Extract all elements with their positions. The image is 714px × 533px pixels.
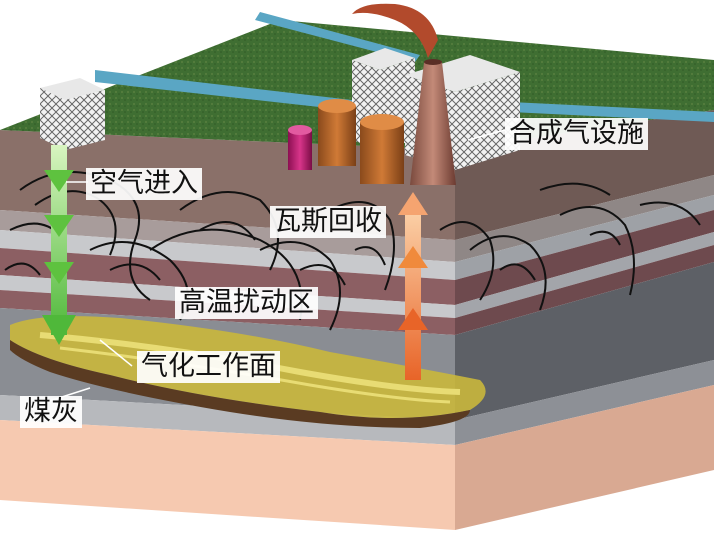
storage-tank-icon — [360, 114, 404, 184]
label-high-temp-zone: 高温扰动区 — [175, 287, 318, 319]
storage-tank-icon — [288, 125, 312, 170]
chimney-icon — [410, 59, 456, 185]
side-face-strata — [455, 110, 714, 530]
smoke-plume-icon — [352, 3, 438, 58]
label-air-inlet: 空气进入 — [86, 168, 202, 200]
storage-tank-icon — [318, 99, 356, 166]
gas-arrow-icon — [398, 192, 428, 380]
crosshatch-building-icon — [40, 78, 105, 150]
label-gasification-face: 气化工作面 — [137, 351, 280, 383]
air-arrow-icon — [42, 145, 76, 345]
label-gas-recovery: 瓦斯回收 — [270, 206, 386, 238]
label-syngas-facility: 合成气设施 — [505, 118, 648, 150]
label-coal-ash: 煤灰 — [20, 396, 82, 428]
